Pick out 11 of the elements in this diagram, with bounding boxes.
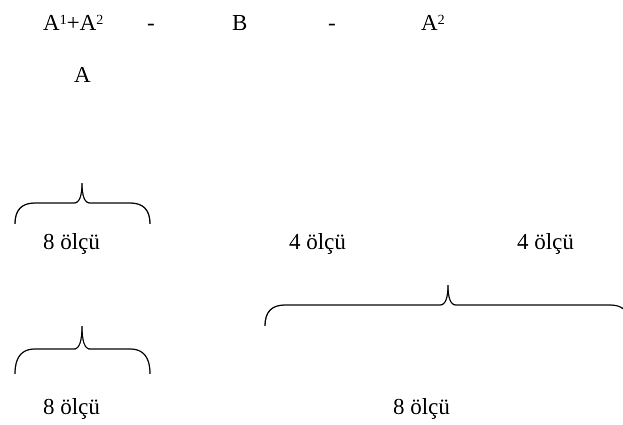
section-label: A$^{1}$+A$^{2}$ [43, 10, 104, 36]
separator: - [147, 10, 155, 36]
section-label: A$^{2}$ [421, 10, 445, 36]
section-label: A [74, 62, 91, 88]
measure-count: 4 ölçü [517, 229, 574, 255]
separator: - [328, 10, 336, 36]
measure-count: 8 ölçü [43, 229, 100, 255]
measure-count: 8 ölçü [393, 394, 450, 420]
section-label: B [232, 10, 248, 36]
measure-count: 8 ölçü [43, 394, 100, 420]
measure-count: 4 ölçü [289, 229, 346, 255]
